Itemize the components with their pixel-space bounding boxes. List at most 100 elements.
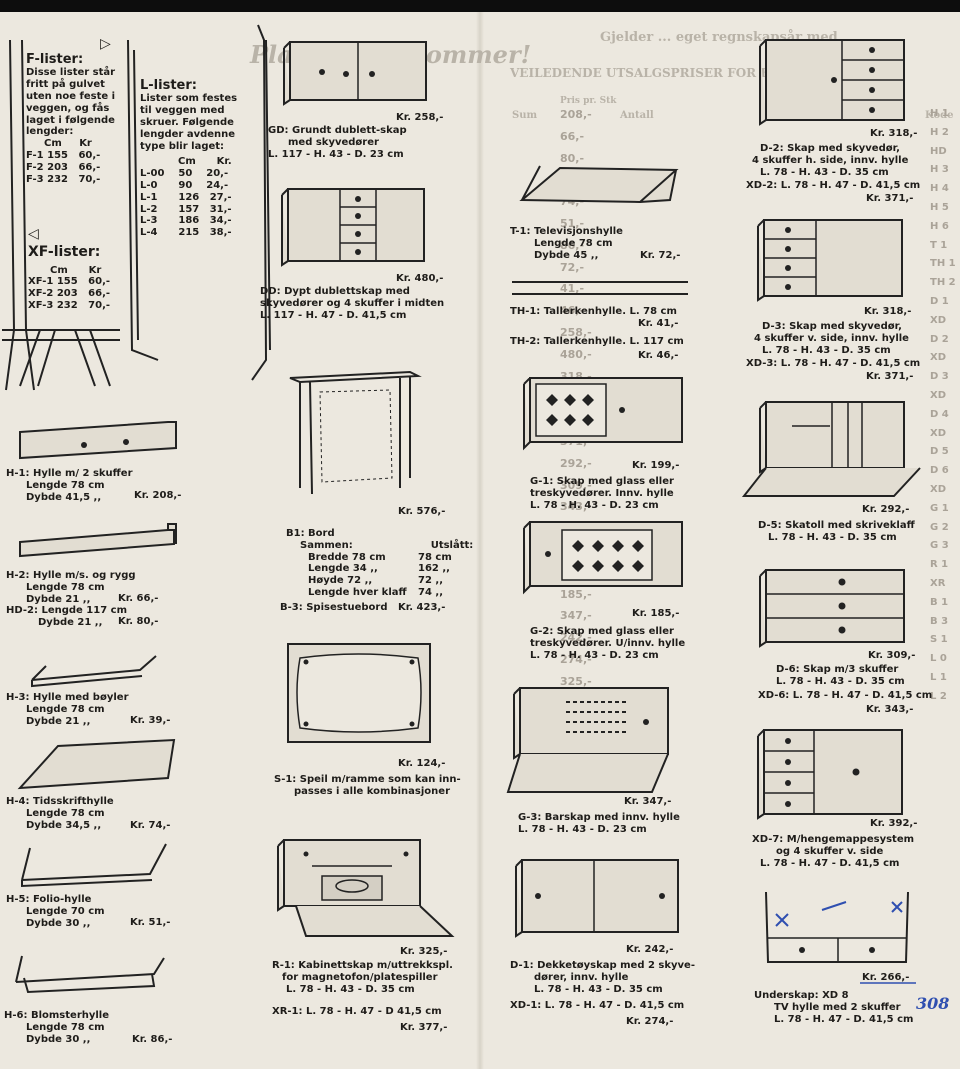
cabinet-d2-title: D-2: Skap med skyvedør,: [760, 143, 900, 154]
cabinet-dd-title: DD: Dypt dublettskap med: [260, 286, 410, 297]
xf-lister-cm: 232: [56, 299, 78, 311]
xf-lister-cm: 203: [56, 288, 78, 300]
ghost-code: XD: [930, 389, 947, 401]
ghost-code: H 6: [930, 220, 949, 232]
cabinet-g3-text: G-3: Barskap med innv. hylle L. 78 - H. …: [518, 812, 680, 836]
l-lister-kr: 31,-: [209, 203, 232, 215]
l-lister-kr: 34,-: [209, 215, 232, 227]
ghost-code: R 1: [930, 559, 949, 571]
cabinet-r1-desc: for magnetofon/platespiller: [282, 971, 438, 983]
cabinet-xr1-label: XR-1: L. 78 - H. 47 - D 41,5 cm: [272, 1006, 442, 1017]
shelf-hd2-depth: Dybde 21 ,,: [38, 617, 103, 629]
rail-th1-price: Kr. 41,-: [638, 318, 679, 329]
table-b1-drawing: [280, 368, 430, 508]
f-lister-desc-1: Disse lister står: [26, 67, 116, 79]
page-fold: [476, 12, 484, 1069]
cabinet-d2-price: Kr. 318,-: [870, 128, 918, 139]
cabinet-r1-title: R-1: Kabinettskap m/uttrekkspl.: [272, 960, 453, 971]
shelf-h4-title: H-4: Tidsskrifthylle: [6, 796, 114, 807]
ghost-code: G 2: [930, 521, 949, 533]
cabinet-d6-title: D-6: Skap m/3 skuffer: [776, 664, 899, 675]
ghost-price: 51,-: [560, 216, 585, 230]
arrow-left-icon: ◁: [28, 226, 39, 242]
cabinet-d3-desc: 4 skuffer v. side, innv. hylle: [754, 332, 909, 344]
ghost-code: XD: [930, 352, 947, 364]
cabinet-g1-dims: L. 78 - H. 43 - D. 23 cm: [530, 499, 659, 511]
cabinet-xd7-title: XD-7: M/hengemappesystem: [752, 834, 915, 845]
ghost-price: 480,-: [560, 347, 592, 361]
f-lister-block: F-lister: Disse lister står fritt på gul…: [26, 52, 115, 185]
cabinet-r1-text: R-1: Kabinettskap m/uttrekkspl. for magn…: [272, 960, 453, 995]
ghost-code: D 4: [930, 408, 949, 420]
f-lister-kr: 66,-: [78, 161, 101, 173]
f-lister-code: F-2: [26, 161, 44, 173]
ghost-price: 208,-: [560, 108, 592, 121]
shelf-h5-drawing: [20, 840, 170, 890]
rail-th-drawing: [512, 278, 688, 298]
cabinet-d6-price: Kr. 309,-: [868, 650, 916, 661]
cabinet-d2-dims: L. 78 - H. 43 - D. 35 cm: [760, 166, 889, 178]
ghost-price: 343,-: [560, 500, 592, 514]
ghost-code: G 1: [930, 502, 949, 514]
shelf-xd8-desc: TV hylle med 2 skuffer: [774, 1001, 901, 1013]
cabinet-xd6-price: Kr. 343,-: [866, 704, 914, 715]
f-lister-desc-4: veggen, og fås: [26, 102, 110, 114]
l-lister-kr: 24,-: [206, 179, 229, 191]
cabinet-g2-price: Kr. 185,-: [632, 608, 680, 619]
cabinet-r1-price: Kr. 325,-: [400, 946, 448, 957]
ghost-code: XD: [930, 427, 947, 439]
cabinet-xd3-price: Kr. 371,-: [866, 371, 914, 382]
cabinet-g3-title: G-3: Barskap med innv. hylle: [518, 812, 680, 823]
shelf-h6-depth: Dybde 30 ,,: [26, 1033, 91, 1045]
shelf-h1-text: H-1: Hylle m/ 2 skuffer Lengde 78 cm Dyb…: [6, 468, 133, 503]
l-lister-code: L-4: [140, 227, 158, 239]
shelf-h3-price: Kr. 39,-: [130, 715, 171, 726]
l-lister-code: L-00: [140, 168, 165, 180]
shelf-hd2-price: Kr. 80,-: [118, 616, 159, 627]
ghost-price: 72,-: [560, 260, 585, 274]
ghost-price: 80,-: [560, 151, 585, 165]
strike-line-icon: [858, 980, 918, 986]
shelf-h1-price: Kr. 208,-: [134, 490, 182, 501]
f-lister-desc-3: uten noe feste i: [26, 90, 116, 102]
xf-lister-cm: 155: [56, 276, 78, 288]
f-lister-head-kr: Kr: [79, 138, 92, 150]
table-b1-row-value: 162 ,,: [418, 563, 450, 575]
f-lister-head-cm: Cm: [44, 138, 62, 150]
arrow-right-icon: ▷: [100, 36, 111, 52]
l-lister-code: L-1: [140, 191, 158, 203]
l-lister-title: L-lister:: [140, 78, 197, 93]
cabinet-dd-text: DD: Dypt dublettskap med skyvedører og 4…: [260, 286, 444, 321]
shelf-h4-text: H-4: Tidsskrifthylle Lengde 78 cm Dybde …: [6, 796, 114, 831]
desk-d5-text: D-5: Skatoll med skriveklaff L. 78 - H. …: [758, 520, 915, 544]
cabinet-xd6-label: XD-6: L. 78 - H. 47 - D. 41,5 cm: [758, 690, 933, 701]
ghost-code: H 3: [930, 164, 949, 176]
rail-th2-label: TH-2: Tallerkenhylle. L. 117 cm: [510, 336, 684, 347]
cabinet-dd-desc: skyvedører og 4 skuffer i midten: [260, 297, 445, 309]
table-b1-sammen: Sammen:: [300, 539, 353, 551]
cabinet-xd7-desc: og 4 skuffer v. side: [776, 845, 884, 857]
cabinet-xd2-price: Kr. 371,-: [866, 193, 914, 204]
top-border: [0, 0, 960, 12]
cabinet-d2-desc: 4 skuffer h. side, innv. hylle: [752, 154, 909, 166]
cabinet-d2-text: D-2: Skap med skyvedør, 4 skuffer h. sid…: [752, 143, 908, 178]
shelf-t1-price: Kr. 72,-: [640, 250, 681, 261]
shelf-h6-text: H-6: Blomsterhylle Lengde 78 cm Dybde 30…: [4, 1010, 109, 1045]
shelf-xd8-price: Kr. 266,-: [862, 972, 910, 983]
shelf-h1-depth: Dybde 41,5 ,,: [26, 491, 102, 503]
l-lister-cm: 157: [178, 203, 200, 215]
table-b1-title: B1: Bord: [286, 528, 335, 539]
desk-d5-title: D-5: Skatoll med skriveklaff: [758, 520, 915, 531]
cabinet-d1-price: Kr. 242,-: [626, 944, 674, 955]
ghost-price: 242,-: [560, 631, 592, 645]
desk-d5-drawing: [742, 396, 922, 500]
shelf-hd2-length: HD-2: Lengde 117 cm: [6, 605, 128, 617]
ghost-price: 274,-: [560, 652, 592, 666]
table-b1-row: Lengde 34 ,,: [308, 563, 378, 575]
cabinet-xd1-label: XD-1: L. 78 - H. 47 - D. 41,5 cm: [510, 1000, 685, 1011]
l-lister-desc-3: skruer. Følgende: [140, 116, 234, 128]
shelf-h4-depth: Dybde 34,5 ,,: [26, 819, 102, 831]
ghost-code: D 5: [930, 446, 949, 458]
l-lister-cm: 215: [178, 227, 200, 239]
